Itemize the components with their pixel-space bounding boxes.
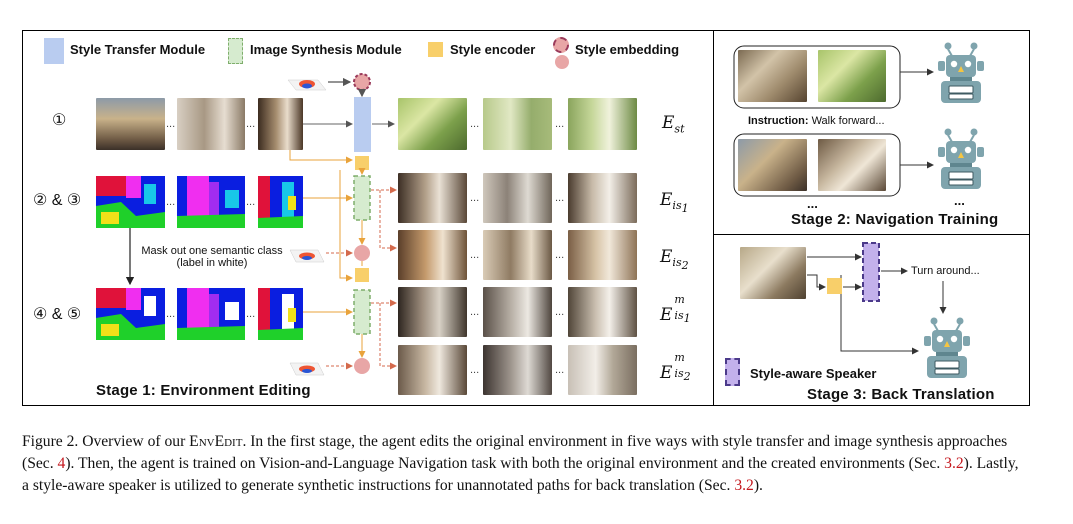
is1-output-3 [568, 173, 637, 223]
image-synthesis-module-2 [353, 289, 371, 335]
row45-dots-1: ... [166, 308, 176, 320]
stage2-photo-4 [818, 139, 886, 191]
row-label-4-5: ④ & ⑤ [33, 306, 82, 323]
stage2-title: Stage 2: Navigation Training [791, 211, 999, 228]
is2-output-3 [568, 230, 637, 280]
style-source-heatmap-2 [289, 249, 325, 263]
is2-output-2 [483, 230, 552, 280]
row23-dots-1: ... [166, 196, 176, 208]
ism2-output-2 [483, 345, 552, 395]
speaker-legend-swatch [725, 358, 740, 386]
row1-output-2 [483, 98, 552, 150]
style-embedding-row5 [354, 358, 370, 374]
label-e-st: Est [662, 113, 685, 136]
stage3-title: Stage 3: Back Translation [807, 386, 995, 403]
ism2-dots-2: ... [555, 364, 565, 376]
row45-segmap-3 [258, 288, 303, 340]
stage-divider-horizontal [713, 234, 1030, 235]
mask-note: Mask out one semantic class (label in wh… [141, 245, 283, 269]
style-encoder-swatch [428, 42, 443, 57]
stage3-diagram [807, 242, 947, 355]
legend-image-synthesis: Image Synthesis Module [250, 42, 402, 57]
ism2-output-1 [398, 345, 467, 395]
row23-segmap-3 [258, 176, 303, 228]
stage3-output-text: Turn around... [911, 265, 980, 277]
style-embedding-row1 [353, 73, 371, 91]
speaker-legend-label: Style-aware Speaker [750, 366, 877, 381]
row1-output-dots-1: ... [470, 118, 480, 130]
ism1-dots-2: ... [555, 306, 565, 318]
row1-dots-2: ... [246, 118, 256, 130]
style-transfer-swatch [44, 38, 64, 64]
ism1-output-2 [483, 287, 552, 337]
row1-output-3 [568, 98, 637, 150]
style-source-heatmap-3 [289, 362, 325, 376]
stage-divider-vertical [713, 30, 714, 406]
stage2-photo-1 [738, 50, 807, 102]
stage3-photo [740, 247, 806, 299]
image-synthesis-module-1 [353, 175, 371, 221]
style-embedding-swatch-bottom [555, 55, 569, 69]
row1-photo-2 [177, 98, 245, 150]
legend-style-transfer: Style Transfer Module [70, 42, 206, 57]
label-e-is1: Eis1 [660, 190, 689, 216]
ism1-output-1 [398, 287, 467, 337]
is1-output-1 [398, 173, 467, 223]
stage2-photo-2 [818, 50, 886, 102]
ism1-output-3 [568, 287, 637, 337]
stage3-style-encoder [827, 278, 842, 294]
is2-dots-1: ... [470, 249, 480, 261]
style-embedding-row3 [354, 245, 370, 261]
style-embedding-swatch-top [553, 37, 569, 53]
figure-frame [22, 30, 1030, 406]
style-encoder-bottom [355, 268, 369, 282]
row-label-1: ① [52, 112, 67, 129]
ism2-dots-1: ... [470, 364, 480, 376]
style-source-heatmap-1 [287, 79, 327, 91]
row45-segmap-2 [177, 288, 245, 340]
robot-icon-1 [938, 42, 984, 103]
robot-icon-3 [924, 317, 970, 378]
stage2-diagram [733, 45, 934, 197]
figure-caption: Figure 2. Overview of our EnvEdit. In th… [22, 433, 1019, 494]
row45-dots-2: ... [246, 308, 256, 320]
is2-output-1 [398, 230, 467, 280]
row23-dots-2: ... [246, 196, 256, 208]
stage2-dots-right: ... [954, 193, 965, 208]
stage2-photo-3 [738, 139, 807, 191]
is1-dots-1: ... [470, 192, 480, 204]
style-transfer-module [354, 97, 371, 152]
row1-output-1 [398, 98, 467, 150]
ism1-dots-1: ... [470, 306, 480, 318]
is1-dots-2: ... [555, 192, 565, 204]
stage1-diagram [125, 73, 397, 376]
ism2-output-3 [568, 345, 637, 395]
row23-segmap-1 [96, 176, 165, 228]
is1-output-2 [483, 173, 552, 223]
row1-dots-1: ... [166, 118, 176, 130]
image-synthesis-swatch [228, 38, 243, 64]
legend-style-embedding: Style embedding [575, 42, 680, 57]
legend-style-encoder: Style encoder [450, 42, 536, 57]
row-label-2-3: ② & ③ [33, 192, 82, 209]
stage2-instruction: Instruction: Walk forward... [748, 115, 885, 127]
row1-output-dots-2: ... [555, 118, 565, 130]
style-encoder-top [355, 156, 369, 170]
row23-segmap-2 [177, 176, 245, 228]
stage2-dots-left: ... [807, 196, 818, 211]
label-e-is2: Eis2 [660, 247, 689, 273]
row1-photo-3 [258, 98, 303, 150]
stage1-title: Stage 1: Environment Editing [96, 382, 311, 399]
row45-segmap-1 [96, 288, 165, 340]
robot-icon-2 [938, 128, 984, 189]
row1-photo-1 [96, 98, 165, 150]
is2-dots-2: ... [555, 249, 565, 261]
